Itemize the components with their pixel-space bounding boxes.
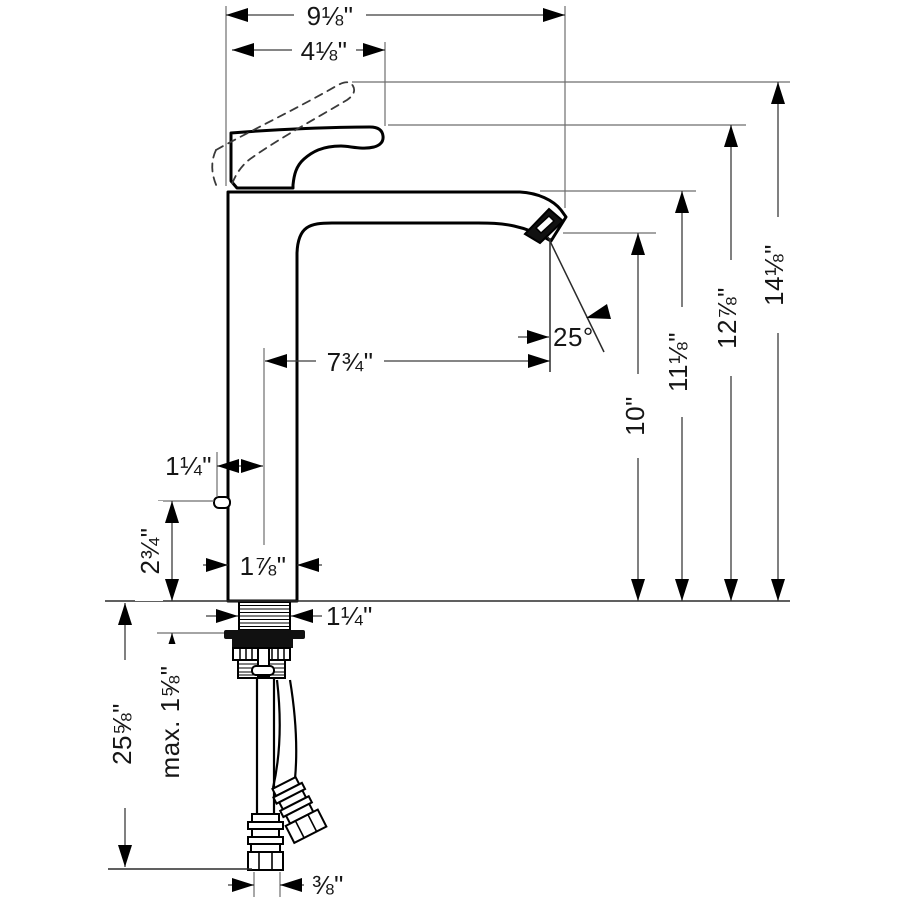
dim-spout-reach: 7¾" xyxy=(265,347,550,377)
dim-supply-hose-length-label: 25⅝" xyxy=(107,703,137,765)
dim-max-deck-thickness: max. 1⅝" xyxy=(155,633,185,800)
dim-spray-angle-label: 25° xyxy=(553,322,594,352)
dim-supply-hose-length: 25⅝" xyxy=(106,603,137,867)
handle-lever-raised-phantom xyxy=(215,81,356,185)
dim-handle-projection-label: 4⅛" xyxy=(301,36,348,66)
hose-angled-left-edge xyxy=(271,679,281,789)
hose-angled-right-edge xyxy=(288,679,298,780)
dim-pullrod-height-label: 2¾" xyxy=(135,528,165,575)
locknut-ribs xyxy=(239,649,285,659)
hose-angled-fitting xyxy=(271,775,328,845)
dim-overall-height-label: 14⅛" xyxy=(759,244,789,306)
aerator-outlet xyxy=(534,214,556,235)
dim-overall-height: 14⅛" xyxy=(758,82,789,601)
dim-pullrod-height: 2¾" xyxy=(135,501,179,601)
dim-spout-reach-label: 7¾" xyxy=(327,347,374,377)
spray-angle-line xyxy=(547,236,605,353)
faucet-body xyxy=(211,81,568,603)
dim-height-handle-top: 12⅞" xyxy=(711,125,742,601)
dim-handle-projection: 4⅛" xyxy=(232,36,385,66)
dim-body-depth-label: 1⅞" xyxy=(240,551,287,581)
dim-pullrod-offset-label: 1¼" xyxy=(165,451,212,481)
shank-threads xyxy=(240,605,289,627)
dim-body-depth: 1⅞" xyxy=(203,551,322,581)
dim-overall-length-label: 9⅛" xyxy=(307,1,354,31)
dim-height-outlet-label: 10" xyxy=(620,396,650,436)
dim-spray-angle: 25° xyxy=(518,304,611,352)
dim-height-handle-top-label: 12⅞" xyxy=(712,287,742,349)
locknut-collar xyxy=(232,639,293,648)
mounting-assembly xyxy=(224,601,305,679)
mounting-washer xyxy=(224,630,305,639)
hose-straight-hex-nut xyxy=(247,851,284,871)
dim-height-spout-top-label: 11⅛" xyxy=(663,332,693,392)
dim-shank-diameter: 1¼" xyxy=(206,601,373,631)
pullrod-hole-tab xyxy=(213,496,231,509)
handle-phantom-pivot-arc xyxy=(211,149,218,188)
dim-max-deck-thickness-label: max. 1⅝" xyxy=(155,666,185,779)
dim-pullrod-offset: 1¼" xyxy=(165,451,263,481)
dim-height-outlet: 10" xyxy=(619,233,650,601)
dim-height-spout-top: 11⅛" xyxy=(662,191,693,601)
dim-supply-connection-label: ⅜" xyxy=(312,870,344,900)
handle-lever xyxy=(229,125,385,190)
dim-shank-diameter-label: 1¼" xyxy=(326,601,373,631)
dim-supply-connection: ⅜" xyxy=(228,870,344,900)
supply-hoses xyxy=(247,678,328,871)
extension-lines xyxy=(105,6,790,897)
faucet-body-spout-outline xyxy=(226,190,568,603)
hose-angled-hex-nut xyxy=(284,808,328,845)
dim-overall-length: 9⅛" xyxy=(226,1,565,31)
locknut-slot xyxy=(251,665,275,676)
hose-straight-fitting xyxy=(247,813,284,871)
